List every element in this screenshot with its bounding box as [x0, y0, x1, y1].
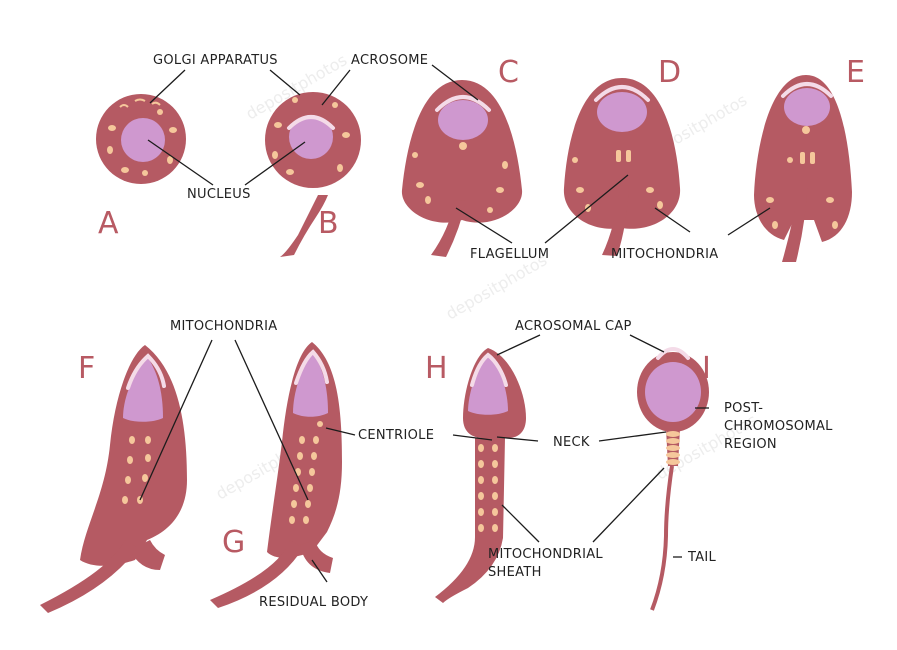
stage-a-cell — [96, 94, 186, 184]
stage-f-cell — [40, 345, 187, 613]
stage-letter-g: G — [222, 525, 245, 560]
label-acrosomal-cap: ACROSOMAL CAP — [515, 319, 632, 334]
stage-g-cell — [210, 342, 342, 608]
stage-e-nucleus — [784, 88, 830, 126]
stage-c-cell — [402, 80, 522, 257]
label-tail: TAIL — [687, 550, 717, 565]
stage-letter-a: A — [98, 206, 119, 241]
stage-letter-f: F — [78, 351, 95, 386]
stage-c-nucleus — [438, 100, 488, 140]
stage-letter-e: E — [846, 55, 865, 90]
stage-d-nucleus — [597, 92, 647, 132]
stage-d-cell — [564, 78, 680, 256]
stage-letter-h: H — [425, 351, 448, 386]
label-post-chromosomal-3: REGION — [724, 437, 777, 452]
label-neck: NECK — [553, 435, 590, 450]
label-nucleus: NUCLEUS — [187, 187, 251, 202]
stage-i-nucleus — [645, 362, 701, 422]
stage-b-cell — [265, 92, 361, 257]
label-mitochondrial-sheath-2: SHEATH — [488, 565, 542, 580]
label-acrosome: ACROSOME — [351, 53, 428, 68]
label-mitochondrial-sheath-1: MITOCHONDRIAL — [488, 547, 603, 562]
label-centriole: CENTRIOLE — [358, 428, 434, 443]
stage-letter-d: D — [658, 55, 681, 90]
label-flagellum: FLAGELLUM — [470, 247, 549, 262]
stage-letter-c: C — [498, 55, 519, 90]
stage-e-cell — [754, 75, 852, 262]
label-post-chromosomal-1: POST- — [724, 401, 763, 416]
label-golgi-apparatus: GOLGI APPARATUS — [153, 53, 278, 68]
label-mitochondria-mid: MITOCHONDRIA — [170, 319, 277, 334]
label-mitochondria-top: MITOCHONDRIA — [611, 247, 718, 262]
label-post-chromosomal-2: CHROMOSOMAL — [724, 419, 833, 434]
stage-a-nucleus — [121, 118, 165, 162]
stage-letter-b: B — [318, 206, 339, 241]
stage-i-cell — [637, 349, 709, 610]
label-residual-body: RESIDUAL BODY — [259, 595, 368, 610]
stage-letter-i: I — [702, 351, 711, 386]
